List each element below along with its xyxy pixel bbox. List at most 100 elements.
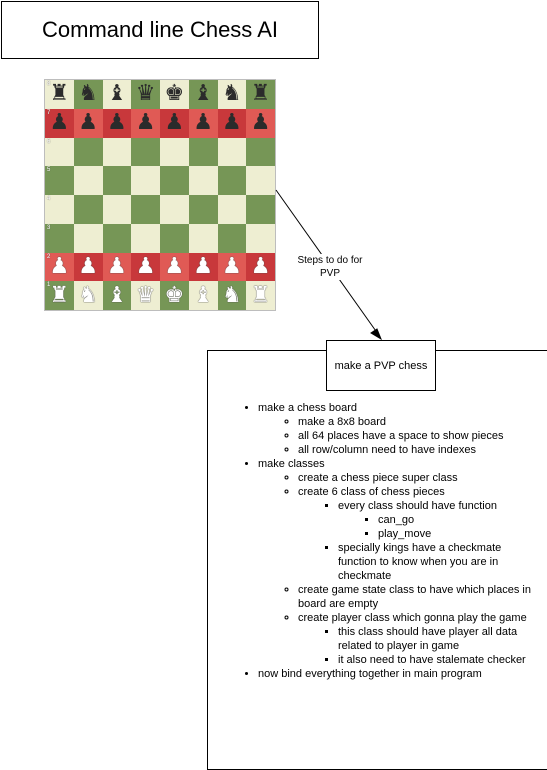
black-piece-icon: ♜ xyxy=(250,81,271,107)
board-square: 4 xyxy=(45,195,74,224)
board-square xyxy=(160,195,189,224)
black-piece-icon: ♟ xyxy=(135,110,156,136)
white-piece-icon: ♟ xyxy=(49,253,70,279)
board-square xyxy=(246,195,275,224)
board-square: ♟ xyxy=(246,252,275,282)
rank-label: 3 xyxy=(47,224,51,231)
white-piece-icon: ♞ xyxy=(222,282,242,308)
board-square xyxy=(73,137,103,167)
board-square: ♞ xyxy=(217,281,247,310)
list-item: make a chess board make a 8x8 board all … xyxy=(258,401,538,457)
board-square: ♟ xyxy=(246,108,275,138)
board-square: ♜ xyxy=(246,80,275,109)
list-item: now bind everything together in main pro… xyxy=(258,667,538,681)
board-square xyxy=(131,137,160,167)
white-piece-icon: ♟ xyxy=(222,253,242,279)
board-square xyxy=(73,195,103,224)
list-item: this class should have player all data r… xyxy=(338,625,538,653)
board-square xyxy=(188,223,218,253)
step-text: create 6 class of chess pieces xyxy=(298,486,445,498)
board-square: ♟ xyxy=(102,252,132,282)
board-square xyxy=(217,166,247,195)
board-square: ♟ xyxy=(131,252,160,282)
step-text: create player class which gonna play the… xyxy=(298,612,527,624)
black-piece-icon: ♞ xyxy=(222,81,242,107)
white-piece-icon: ♛ xyxy=(135,282,156,308)
rank-label: 8 xyxy=(47,81,51,87)
step-text: all 64 places have a space to show piece… xyxy=(298,430,504,442)
board-square: ♚ xyxy=(160,281,189,310)
white-piece-icon: ♟ xyxy=(135,253,156,279)
board-square xyxy=(217,223,247,253)
list-item: it also need to have stalemate checker xyxy=(338,653,538,667)
diagram-title: Command line Chess AI xyxy=(42,17,278,42)
board-square: ♝ xyxy=(188,281,218,310)
board-square xyxy=(102,195,132,224)
board-square xyxy=(160,166,189,195)
board-square: ♟ xyxy=(160,108,189,138)
board-square: ♛ xyxy=(131,281,160,310)
list-item: make classes create a chess piece super … xyxy=(258,457,538,667)
board-square xyxy=(246,137,275,167)
board-square xyxy=(102,137,132,167)
board-square: ♞ xyxy=(73,80,103,109)
black-piece-icon: ♚ xyxy=(164,81,185,107)
list-item: play_move xyxy=(378,527,538,541)
board-square xyxy=(73,166,103,195)
white-piece-icon: ♝ xyxy=(107,282,127,308)
step-text: make a 8x8 board xyxy=(298,416,387,428)
board-square xyxy=(188,166,218,195)
rank-label: 1 xyxy=(47,282,51,289)
board-square: 7♟ xyxy=(45,108,74,138)
board-square xyxy=(131,223,160,253)
board-square xyxy=(131,166,160,195)
list-item: create player class which gonna play the… xyxy=(298,611,538,667)
board-square xyxy=(188,137,218,167)
pvp-box-label: make a PVP chess xyxy=(334,359,428,372)
rank-label: 5 xyxy=(47,167,51,174)
board-square xyxy=(160,223,189,253)
white-piece-icon: ♟ xyxy=(107,253,127,279)
board-square: 1♜ xyxy=(45,281,74,310)
board-square xyxy=(131,195,160,224)
board-square: ♟ xyxy=(160,252,189,282)
list-item: all row/column need to have indexes xyxy=(298,443,538,457)
step-text: make classes xyxy=(258,458,325,470)
rank-label: 2 xyxy=(47,253,51,260)
board-square: ♟ xyxy=(73,252,103,282)
arrow-head xyxy=(370,328,383,341)
board-square: ♝ xyxy=(102,80,132,109)
pvp-box: make a PVP chess xyxy=(326,340,436,391)
white-piece-icon: ♟ xyxy=(78,253,98,279)
black-piece-icon: ♟ xyxy=(193,110,213,136)
step-text: specially kings have a checkmate functio… xyxy=(338,542,502,582)
white-piece-icon: ♟ xyxy=(164,253,185,279)
step-text: create a chess piece super class xyxy=(298,472,458,484)
board-square: ♟ xyxy=(188,252,218,282)
board-square: ♟ xyxy=(73,108,103,138)
board-square xyxy=(246,223,275,253)
step-text: now bind everything together in main pro… xyxy=(258,668,482,680)
edge-label: Steps to do for PVP xyxy=(297,254,363,280)
black-piece-icon: ♟ xyxy=(49,110,70,136)
board-square: ♜ xyxy=(246,281,275,310)
rank-label: 4 xyxy=(47,196,51,202)
board-square xyxy=(217,137,247,167)
board-square: 3 xyxy=(45,223,74,253)
list-item: all 64 places have a space to show piece… xyxy=(298,429,538,443)
white-piece-icon: ♟ xyxy=(193,253,213,279)
board-square: ♛ xyxy=(131,80,160,109)
black-piece-icon: ♟ xyxy=(164,110,185,136)
board-square: ♟ xyxy=(131,108,160,138)
notes-list: make a chess board make a 8x8 board all … xyxy=(232,401,538,681)
list-item: create 6 class of chess pieces every cla… xyxy=(298,485,538,583)
board-square: ♞ xyxy=(73,281,103,310)
rank-label: 7 xyxy=(47,109,51,116)
black-piece-icon: ♟ xyxy=(250,110,271,136)
board-square: 8♜ xyxy=(45,80,74,109)
board-square: ♟ xyxy=(188,108,218,138)
list-item: create game state class to have which pl… xyxy=(298,583,538,611)
black-piece-icon: ♜ xyxy=(49,81,70,107)
board-square: ♟ xyxy=(102,108,132,138)
